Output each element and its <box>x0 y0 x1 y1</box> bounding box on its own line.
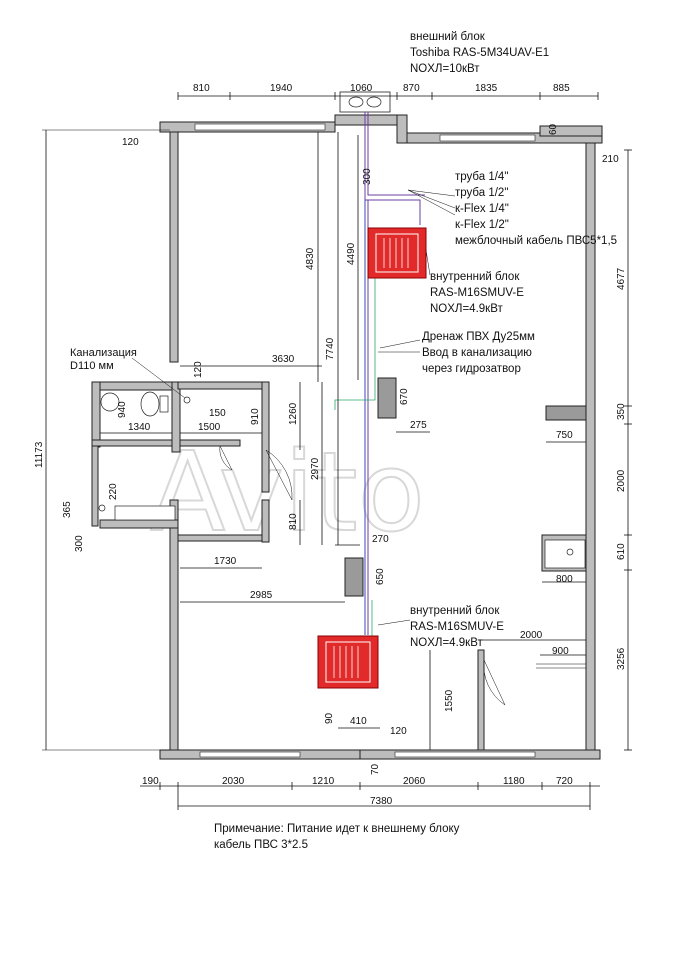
svg-text:1340: 1340 <box>128 422 151 433</box>
svg-text:910: 910 <box>250 408 261 425</box>
svg-text:1940: 1940 <box>270 83 293 94</box>
svg-text:2060: 2060 <box>403 776 426 787</box>
svg-text:1260: 1260 <box>288 402 299 425</box>
walls <box>91 114 603 760</box>
svg-text:1550: 1550 <box>444 689 455 712</box>
outdoor-unit-note: внешний блок Toshiba RAS-5M34UAV-E1 NOXЛ… <box>410 31 549 75</box>
svg-text:NOXЛ=4.9кВт: NOXЛ=4.9кВт <box>410 637 483 649</box>
svg-text:RAS-M16SMUV-E: RAS-M16SMUV-E <box>430 287 524 299</box>
pipes-note: труба 1/4" труба 1/2" к-Flex 1/4" к-Flex… <box>455 171 617 247</box>
svg-text:900: 900 <box>552 646 569 657</box>
svg-text:внешний блок: внешний блок <box>410 31 486 43</box>
svg-text:1500: 1500 <box>198 422 221 433</box>
svg-text:870: 870 <box>403 83 420 94</box>
svg-text:1730: 1730 <box>214 556 237 567</box>
svg-text:2000: 2000 <box>520 630 543 641</box>
svg-text:D110 мм: D110 мм <box>70 360 114 372</box>
svg-text:210: 210 <box>602 154 619 165</box>
svg-text:300: 300 <box>362 168 373 185</box>
svg-text:NOXЛ=4.9кВт: NOXЛ=4.9кВт <box>430 303 503 315</box>
svg-text:3256: 3256 <box>616 647 627 670</box>
svg-text:270: 270 <box>372 534 389 545</box>
svg-text:Toshiba RAS-5M34UAV-E1: Toshiba RAS-5M34UAV-E1 <box>410 47 549 59</box>
svg-text:120: 120 <box>122 137 139 148</box>
window-top-right <box>439 134 536 142</box>
svg-text:350: 350 <box>616 403 627 420</box>
svg-text:410: 410 <box>350 716 367 727</box>
svg-text:190: 190 <box>142 776 159 787</box>
svg-text:к-Flex 1/4": к-Flex 1/4" <box>455 203 509 215</box>
svg-text:RAS-M16SMUV-E: RAS-M16SMUV-E <box>410 621 504 633</box>
indoor-unit-bottom-note: внутренний блок RAS-M16SMUV-E NOXЛ=4.9кВ… <box>410 605 504 649</box>
window-top-left <box>194 123 326 131</box>
svg-text:труба 1/2": труба 1/2" <box>455 187 508 199</box>
indoor-unit-top-note: внутренний блок RAS-M16SMUV-E NOXЛ=4.9кВ… <box>430 271 524 315</box>
svg-text:650: 650 <box>375 568 386 585</box>
svg-text:120: 120 <box>193 361 204 378</box>
svg-text:810: 810 <box>288 513 299 530</box>
svg-text:275: 275 <box>410 420 427 431</box>
footer-note: Примечание: Питание идет к внешнему блок… <box>214 823 460 851</box>
svg-text:11173: 11173 <box>34 441 45 468</box>
sanitary <box>98 391 586 569</box>
toilet-icon <box>140 391 160 417</box>
svg-text:70: 70 <box>370 763 381 775</box>
svg-text:810: 810 <box>193 83 210 94</box>
svg-text:365: 365 <box>62 501 73 518</box>
svg-text:750: 750 <box>556 430 573 441</box>
window-bottom-left <box>199 751 301 758</box>
outdoor-unit-icon <box>339 91 391 113</box>
svg-text:2985: 2985 <box>250 590 273 601</box>
indoor-unit-top-icon <box>367 227 427 279</box>
dimension-labels: 810 1940 1060 870 1835 885 120 60 210 30… <box>34 83 627 807</box>
svg-text:120: 120 <box>390 726 407 737</box>
svg-text:150: 150 <box>209 408 226 419</box>
svg-text:Дренаж ПВХ Ду25мм: Дренаж ПВХ Ду25мм <box>422 331 535 343</box>
window-bottom-right <box>394 751 536 758</box>
svg-text:300: 300 <box>74 535 85 552</box>
svg-text:1210: 1210 <box>312 776 335 787</box>
svg-text:7740: 7740 <box>325 337 336 360</box>
svg-text:4490: 4490 <box>346 242 357 265</box>
svg-text:2030: 2030 <box>222 776 245 787</box>
svg-text:1835: 1835 <box>475 83 498 94</box>
sewer-note: Канализация D110 мм <box>70 347 137 372</box>
svg-text:90: 90 <box>324 712 335 724</box>
svg-text:220: 220 <box>108 483 119 500</box>
drain-note: Дренаж ПВХ Ду25мм Ввод в канализацию чер… <box>422 331 535 375</box>
svg-text:2000: 2000 <box>616 469 627 492</box>
svg-text:2970: 2970 <box>310 457 321 480</box>
svg-text:внутренний блок: внутренний блок <box>430 271 520 283</box>
svg-text:1060: 1060 <box>350 83 373 94</box>
svg-text:720: 720 <box>556 776 573 787</box>
svg-text:Примечание: Питание идет к вне: Примечание: Питание идет к внешнему блок… <box>214 823 460 835</box>
svg-text:885: 885 <box>553 83 570 94</box>
svg-text:4677: 4677 <box>616 267 627 290</box>
svg-text:7380: 7380 <box>370 796 393 807</box>
svg-text:к-Flex 1/2": к-Flex 1/2" <box>455 219 509 231</box>
svg-text:через гидрозатвор: через гидрозатвор <box>422 363 521 375</box>
svg-text:60: 60 <box>548 123 559 135</box>
doors <box>219 445 586 706</box>
svg-text:940: 940 <box>117 401 128 418</box>
indoor-unit-bottom-icon <box>317 635 379 689</box>
svg-text:4830: 4830 <box>305 247 316 270</box>
svg-text:3630: 3630 <box>272 354 295 365</box>
svg-text:670: 670 <box>399 388 410 405</box>
dimension-lines <box>42 92 632 810</box>
sink-icon <box>100 392 120 412</box>
svg-text:межблочный кабель ПВС5*1,5: межблочный кабель ПВС5*1,5 <box>455 235 617 247</box>
svg-text:NOXЛ=10кВт: NOXЛ=10кВт <box>410 63 480 75</box>
svg-text:610: 610 <box>616 543 627 560</box>
svg-text:Канализация: Канализация <box>70 347 137 359</box>
svg-text:труба 1/4": труба 1/4" <box>455 171 508 183</box>
svg-text:внутренний блок: внутренний блок <box>410 605 500 617</box>
svg-text:Ввод в канализацию: Ввод в канализацию <box>422 347 532 359</box>
svg-text:кабель ПВС 3*2.5: кабель ПВС 3*2.5 <box>214 839 308 851</box>
svg-text:1180: 1180 <box>503 776 525 787</box>
svg-text:800: 800 <box>556 574 573 585</box>
